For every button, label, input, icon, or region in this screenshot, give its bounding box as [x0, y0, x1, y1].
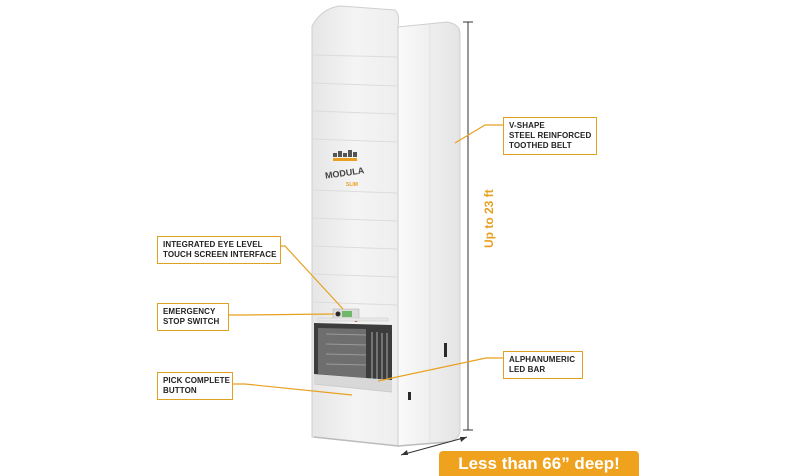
cabinet-base	[313, 383, 449, 447]
callout-led-bar: ALPHANUMERIC LED BAR	[503, 351, 583, 379]
callout-belt-line-2: STEEL REINFORCED	[509, 131, 592, 140]
callout-estop-line-1: EMERGENCY	[163, 307, 216, 316]
access-opening	[314, 323, 392, 392]
callout-touch-line-2: TOUCH SCREEN INTERFACE	[163, 250, 277, 259]
callout-led-line-2: LED BAR	[509, 365, 546, 374]
callout-pick-line-1: PICK COMPLETE	[163, 376, 231, 385]
depth-dimension-line	[400, 436, 468, 456]
led-bar	[317, 317, 389, 322]
callout-touch-line-1: INTEGRATED EYE LEVEL	[163, 240, 263, 249]
height-dimension-line	[463, 21, 473, 431]
callout-belt-line-1: V-SHAPE	[509, 121, 545, 130]
callout-pick-complete: PICK COMPLETE BUTTON	[157, 372, 233, 400]
callout-belt: V-SHAPE STEEL REINFORCED TOOTHED BELT	[503, 117, 597, 155]
callout-touch-screen: INTEGRATED EYE LEVEL TOUCH SCREEN INTERF…	[157, 236, 281, 264]
callout-belt-line-3: TOOTHED BELT	[509, 141, 572, 150]
callout-led-line-1: ALPHANUMERIC	[509, 355, 576, 364]
height-label: Up to 23 ft	[482, 189, 496, 248]
logo-sub: SLIM	[346, 182, 358, 188]
callout-pick-line-2: BUTTON	[163, 386, 197, 395]
depth-banner: Less than 66” deep!	[439, 451, 639, 476]
callout-emergency-stop: EMERGENCY STOP SWITCH	[157, 303, 229, 331]
cabinet-side-panel	[397, 21, 461, 447]
callout-estop-line-2: STOP SWITCH	[163, 317, 220, 326]
